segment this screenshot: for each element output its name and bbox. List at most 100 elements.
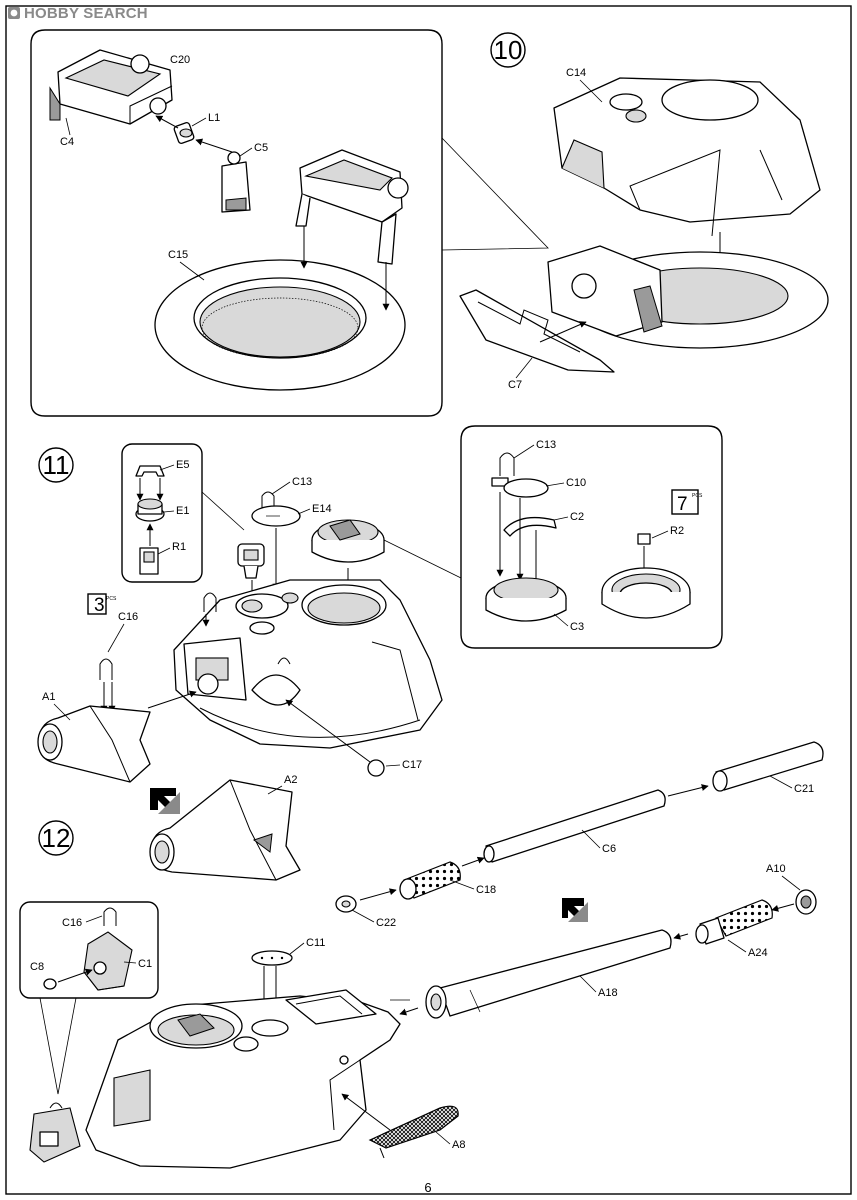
label-c14: C14	[566, 67, 586, 79]
part-ring-assembly	[547, 245, 829, 349]
label-a2: A2	[284, 774, 297, 786]
part-c6	[483, 789, 666, 863]
step-12-circle	[38, 820, 74, 856]
label-r2: R2	[670, 525, 684, 537]
part-l1	[173, 122, 195, 144]
part-c2	[503, 516, 557, 537]
part-a10	[795, 889, 817, 915]
watermark: HOBBY SEARCH	[8, 5, 148, 22]
label-a18: A18	[598, 987, 618, 999]
part-c20	[49, 49, 173, 125]
step-12: 12 A2 C21 C6	[19, 741, 824, 1169]
pcs-box-7	[671, 489, 699, 515]
sub-box-c16-c8-c1	[19, 901, 159, 999]
part-c15	[154, 259, 406, 391]
step-11: 11 E5 E1 R1	[37, 425, 723, 783]
label-c10: C10	[566, 477, 586, 489]
label-r1: R1	[172, 541, 186, 553]
part-a18	[425, 929, 672, 1019]
part-c5	[221, 151, 251, 213]
part-c3	[485, 577, 567, 622]
label-a1: A1	[42, 691, 55, 703]
part-c7	[459, 289, 615, 373]
part-c16-detail	[103, 907, 117, 926]
label-e5: E5	[176, 459, 189, 471]
label-c5: C5	[254, 142, 268, 154]
label-l1: L1	[208, 112, 220, 124]
page-number: 6	[424, 1180, 431, 1195]
part-c22	[335, 895, 357, 913]
part-turret-final	[85, 989, 401, 1169]
label-c4: C4	[60, 136, 74, 148]
callout-pointer	[441, 137, 549, 251]
part-a2	[149, 779, 301, 881]
label-c2: C2	[570, 511, 584, 523]
part-c13	[261, 491, 275, 508]
part-c8	[43, 978, 57, 990]
label-c20: C20	[170, 54, 190, 66]
part-turret-body	[173, 579, 443, 749]
detail-callout-frame	[30, 29, 443, 417]
pcs-count-7: 7	[677, 494, 688, 515]
label-c6: C6	[602, 843, 616, 855]
label-c17: C17	[402, 759, 422, 771]
part-e1	[135, 498, 165, 522]
label-c13-detail: C13	[536, 439, 556, 451]
step-11-circle	[38, 447, 74, 483]
step-10: 10 C20 C4 L1 C5	[30, 29, 829, 417]
part-r1	[139, 547, 159, 575]
label-c3: C3	[570, 621, 584, 633]
part-r2	[637, 533, 651, 545]
label-a10: A10	[766, 863, 786, 875]
part-c10	[503, 478, 549, 498]
label-c16-detail: C16	[62, 917, 82, 929]
callout-pointer-c1	[39, 997, 77, 1095]
label-c21: C21	[794, 783, 814, 795]
part-c16-hooks	[99, 592, 291, 680]
part-c13-detail	[491, 452, 515, 487]
part-a1	[37, 705, 151, 783]
label-c7: C7	[508, 379, 522, 391]
pcs-unit-3: PCS	[106, 596, 117, 602]
watermark-text: HOBBY SEARCH	[24, 5, 148, 22]
part-c14	[553, 77, 821, 237]
label-e1: E1	[176, 505, 189, 517]
part-c21	[712, 741, 824, 792]
part-a8	[368, 1105, 459, 1159]
step-12-number: 12	[42, 823, 71, 853]
part-c20-assembled	[295, 149, 409, 265]
label-c15: C15	[168, 249, 188, 261]
sub-box-e5-e1-r1	[121, 443, 203, 583]
label-c8: C8	[30, 961, 44, 973]
cupola-detail-frame	[460, 425, 723, 649]
label-a8: A8	[452, 1139, 465, 1151]
label-e14: E14	[312, 503, 332, 515]
part-c1	[83, 931, 133, 991]
part-periscope-assembly	[237, 543, 265, 579]
watermark-logo-icon	[8, 7, 20, 19]
sub-assembly-arrow-icon	[562, 898, 588, 922]
part-vision-ring	[601, 567, 691, 619]
label-c22: C22	[376, 917, 396, 929]
part-c1-assembled	[29, 1102, 81, 1163]
label-c13: C13	[292, 476, 312, 488]
part-e14	[251, 505, 301, 527]
pcs-unit-7: PCS	[692, 493, 703, 499]
page-border	[5, 5, 852, 1195]
label-a24: A24	[748, 947, 768, 959]
label-c16: C16	[118, 611, 138, 623]
part-c17	[367, 759, 385, 777]
step-11-number: 11	[43, 450, 70, 480]
pcs-box-3	[87, 593, 107, 615]
label-c1: C1	[138, 958, 152, 970]
step-10-number: 10	[494, 35, 523, 65]
part-c18	[399, 861, 461, 900]
part-cupola	[311, 519, 385, 563]
part-c11	[251, 950, 293, 966]
pcs-count-3: 3	[94, 595, 105, 616]
part-a24	[695, 899, 773, 945]
sub-assembly-arrow-icon	[150, 788, 180, 814]
part-e5	[135, 465, 165, 477]
label-c11: C11	[306, 937, 325, 949]
